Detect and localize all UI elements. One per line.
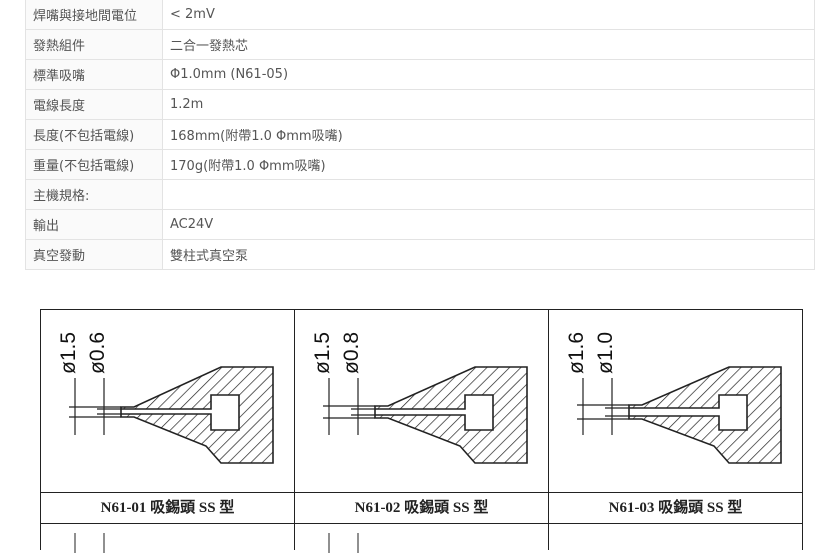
table-row: 發熱組件二合一發熱芯: [25, 29, 815, 60]
nozzle-caption: N61-03 吸錫頭 SS 型: [549, 492, 802, 524]
inner-diameter-label: ø1.0: [594, 332, 617, 374]
spec-value: 雙柱式真空泵: [162, 239, 815, 270]
table-row: 焊嘴與接地間電位< 2mV: [25, 0, 815, 30]
next-row-cell: [295, 523, 548, 553]
spec-label: 標準吸嘴: [25, 59, 163, 90]
spec-value: 1.2m: [162, 89, 815, 120]
spec-value: [162, 179, 815, 210]
spec-value: < 2mV: [162, 0, 815, 30]
outer-diameter-label: ø1.5: [311, 332, 334, 374]
nozzle-cell-n61-01: ø1.5 ø0.6 N61-01 吸錫頭 SS 型: [41, 310, 295, 553]
nozzle-cell-n61-03: ø1.6 ø1.0 N61-03 吸錫頭 SS 型: [549, 310, 802, 550]
spec-value: 170g(附帶1.0 Φmm吸嘴): [162, 149, 815, 180]
nozzle-section-shape: [374, 366, 528, 464]
spec-label: 真空發動: [25, 239, 163, 270]
spec-value: 二合一發熱芯: [162, 29, 815, 60]
nozzle-section-shape: [120, 366, 274, 464]
nozzle-drawing: ø1.6 ø1.0: [565, 332, 782, 464]
inner-diameter-label: ø0.8: [340, 332, 363, 374]
spec-label: 焊嘴與接地間電位: [25, 0, 163, 30]
spec-label: 主機規格:: [25, 179, 163, 210]
nozzle-diagram: ø1.5 ø0.6 N61-01 吸錫頭 SS 型 ø1.5 ø0.8: [40, 309, 803, 553]
spec-label: 發熱組件: [25, 29, 163, 60]
table-row: 真空發動雙柱式真空泵: [25, 239, 815, 270]
table-row: 重量(不包括電線)170g(附帶1.0 Φmm吸嘴): [25, 149, 815, 180]
outer-diameter-label: ø1.5: [57, 332, 80, 374]
spec-value: AC24V: [162, 209, 815, 240]
spec-value: Φ1.0mm (N61-05): [162, 59, 815, 90]
nozzle-drawing: ø1.5 ø0.8: [311, 332, 528, 464]
spec-label: 輸出: [25, 209, 163, 240]
spec-label: 長度(不包括電線): [25, 119, 163, 150]
spec-value: 168mm(附帶1.0 Φmm吸嘴): [162, 119, 815, 150]
spec-label: 電線長度: [25, 89, 163, 120]
nozzle-caption: N61-02 吸錫頭 SS 型: [295, 492, 548, 524]
next-row-cell: [41, 523, 294, 553]
nozzle-cell-n61-02: ø1.5 ø0.8 N61-02 吸錫頭 SS 型: [295, 310, 549, 553]
table-row: 長度(不包括電線)168mm(附帶1.0 Φmm吸嘴): [25, 119, 815, 150]
spec-label: 重量(不包括電線): [25, 149, 163, 180]
inner-diameter-label: ø0.6: [86, 332, 109, 374]
nozzle-drawing: ø1.5 ø0.6: [57, 332, 274, 464]
next-row-cell: [549, 523, 802, 553]
outer-diameter-label: ø1.6: [565, 332, 588, 374]
nozzle-caption: N61-01 吸錫頭 SS 型: [41, 492, 294, 524]
table-row: 主機規格:: [25, 179, 815, 210]
nozzle-section-shape: [628, 366, 782, 464]
